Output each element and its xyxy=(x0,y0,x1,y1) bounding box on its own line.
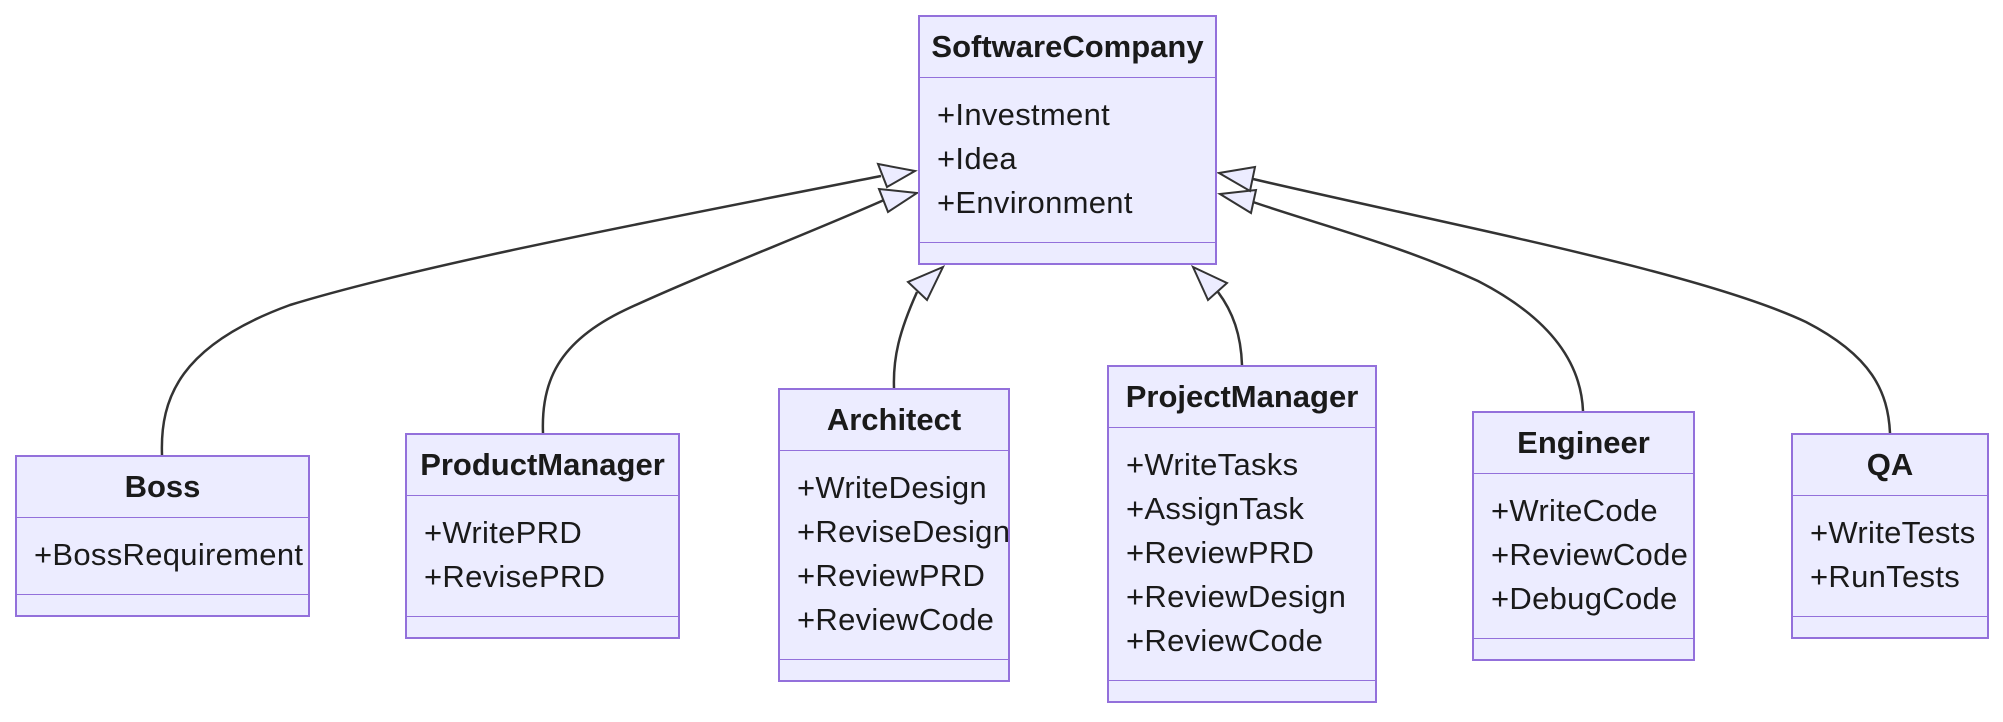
class-methods-empty xyxy=(1474,639,1693,659)
class-attribute: +ReviewPRD xyxy=(797,558,986,593)
edge-projectmanager-to-softwarecompany xyxy=(1216,291,1244,366)
class-methods-empty xyxy=(1109,681,1375,701)
class-attribute: +AssignTask xyxy=(1126,491,1305,526)
class-attribute: +DebugCode xyxy=(1491,581,1678,616)
class-box-boss: Boss +BossRequirement xyxy=(15,455,310,617)
class-attribute: +RunTests xyxy=(1810,559,1961,594)
class-box-productmanager: ProductManager +WritePRD +RevisePRD xyxy=(405,433,680,639)
class-attribute: +ReviewCode xyxy=(1126,623,1324,658)
class-attribute: +WriteCode xyxy=(1491,493,1658,528)
class-title: Boss xyxy=(17,457,308,518)
class-title: SoftwareCompany xyxy=(920,17,1215,78)
class-attribute: +ReviseDesign xyxy=(797,514,1011,549)
class-methods-empty xyxy=(1793,617,1987,637)
class-attribute: +BossRequirement xyxy=(34,537,304,572)
class-attribute: +Idea xyxy=(937,141,1017,176)
class-methods-empty xyxy=(920,243,1215,263)
class-title: QA xyxy=(1793,435,1987,496)
class-attributes: +WriteTasks +AssignTask +ReviewPRD +Revi… xyxy=(1109,428,1375,681)
class-attributes: +WriteTests +RunTests xyxy=(1793,496,1987,617)
edge-architect-to-softwarecompany xyxy=(892,291,919,389)
inheritance-arrowhead-engineer xyxy=(1216,188,1258,215)
class-attribute: +WritePRD xyxy=(424,515,583,550)
inheritance-arrowhead-qa xyxy=(1216,165,1257,193)
class-methods-empty xyxy=(17,595,308,615)
class-title: Engineer xyxy=(1474,413,1693,474)
class-attribute: +Investment xyxy=(937,97,1111,132)
inheritance-arrowhead-boss xyxy=(876,162,918,189)
class-methods-empty xyxy=(780,660,1008,680)
class-attributes: +WritePRD +RevisePRD xyxy=(407,496,678,617)
edge-productmanager-to-softwarecompany xyxy=(541,198,885,434)
edge-boss-to-softwarecompany xyxy=(160,174,882,456)
class-attribute: +ReviewPRD xyxy=(1126,535,1315,570)
class-title: ProjectManager xyxy=(1109,367,1375,428)
class-attribute: +ReviewDesign xyxy=(1126,579,1347,614)
class-box-projectmanager: ProjectManager +WriteTasks +AssignTask +… xyxy=(1107,365,1377,703)
edge-engineer-to-softwarecompany xyxy=(1252,200,1585,412)
class-attributes: +Investment +Idea +Environment xyxy=(920,78,1215,243)
class-methods-empty xyxy=(407,617,678,637)
class-attribute: +Environment xyxy=(937,185,1133,220)
class-box-architect: Architect +WriteDesign +ReviseDesign +Re… xyxy=(778,388,1010,682)
class-attributes: +WriteCode +ReviewCode +DebugCode xyxy=(1474,474,1693,639)
class-attributes: +BossRequirement xyxy=(17,518,308,595)
class-attributes: +WriteDesign +ReviseDesign +ReviewPRD +R… xyxy=(780,451,1011,660)
class-box-engineer: Engineer +WriteCode +ReviewCode +DebugCo… xyxy=(1472,411,1695,661)
inheritance-arrowhead-projectmanager xyxy=(1190,264,1229,302)
class-attribute: +WriteDesign xyxy=(797,470,987,505)
inheritance-arrowhead-productmanager xyxy=(877,187,920,214)
class-box-qa: QA +WriteTests +RunTests xyxy=(1791,433,1989,639)
class-attribute: +ReviewCode xyxy=(1491,537,1689,572)
edge-qa-to-softwarecompany xyxy=(1252,177,1892,434)
class-attribute: +WriteTests xyxy=(1810,515,1976,550)
class-box-softwarecompany: SoftwareCompany +Investment +Idea +Envir… xyxy=(918,15,1217,265)
class-attribute: +WriteTasks xyxy=(1126,447,1299,482)
class-title: ProductManager xyxy=(407,435,678,496)
inheritance-arrowhead-architect xyxy=(906,265,946,302)
class-title: Architect xyxy=(780,390,1008,451)
class-attribute: +RevisePRD xyxy=(424,559,606,594)
class-attribute: +ReviewCode xyxy=(797,602,995,637)
